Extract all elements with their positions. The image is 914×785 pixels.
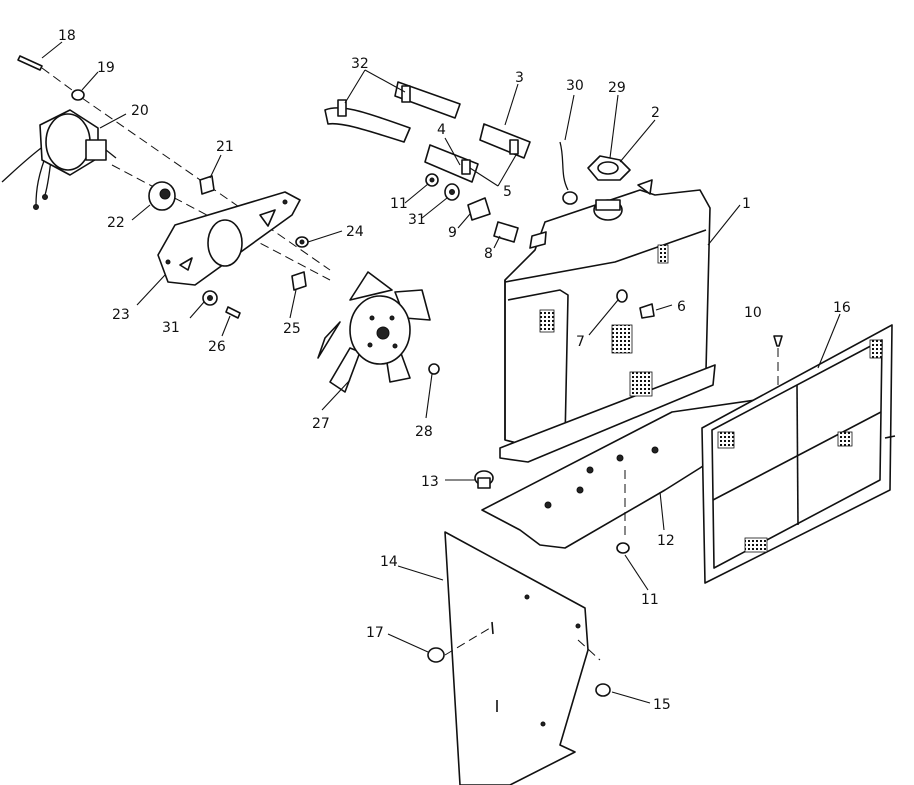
callout-12: 12 [657,533,675,549]
washer-31-right [444,183,460,201]
hose-3 [479,123,531,159]
callout-25: 25 [283,321,301,337]
tray-nut [616,542,630,554]
callout-18: 18 [58,28,76,44]
leader-lines [41,41,841,704]
callout-15: 15 [653,697,671,713]
panel-grommet [427,647,445,663]
nut [295,236,309,248]
callout-4: 4 [437,122,446,138]
fan-spacer [291,271,307,291]
radiator-cap [587,155,631,221]
callout-27: 27 [312,416,330,432]
fan-blade [317,271,431,393]
callout-8: 8 [484,246,493,262]
callout-9: 9 [448,225,457,241]
spacer [199,175,215,195]
radiator [499,179,716,463]
callout-5: 5 [503,184,512,200]
callout-32: 32 [351,56,369,72]
callout-29: 29 [608,80,626,96]
tray-grommet [474,470,494,489]
mount-washer [616,289,628,303]
callout-26: 26 [208,339,226,355]
callout-31-right: 31 [408,212,426,228]
callout-6: 6 [677,299,686,315]
overflow-tube [559,141,578,205]
mounting-plate [157,191,301,286]
fitting-9 [467,197,491,221]
callout-21: 21 [216,139,234,155]
motor-washer [71,89,331,271]
fitting-11 [425,173,439,187]
callout-10: 10 [744,305,762,321]
callout-22: 22 [107,215,125,231]
callout-28: 28 [415,424,433,440]
callout-19: 19 [97,60,115,76]
hose-4 [424,144,479,183]
callout-17: 17 [366,625,384,641]
callout-11-upper: 11 [390,196,408,212]
panel-fastener [595,683,611,697]
screen-panel [701,324,896,584]
callout-3: 3 [515,70,524,86]
fan-motor [1,109,117,210]
screw [225,306,241,319]
callout-30: 30 [566,78,584,94]
fan-nut [428,363,440,375]
mount-bolt [639,303,655,319]
callout-2: 2 [651,105,660,121]
callout-20: 20 [131,103,149,119]
callout-16: 16 [833,300,851,316]
callout-11-lower: 11 [641,592,659,608]
callout-labels: 18 19 20 21 22 23 24 31 26 25 27 28 32 3… [58,28,851,713]
callout-31-left: 31 [162,320,180,336]
upper-hose [324,81,461,143]
fitting-8 [493,221,519,243]
callout-24: 24 [346,224,364,240]
callout-14: 14 [380,554,398,570]
callout-13: 13 [421,474,439,490]
washer [202,290,218,306]
callout-7: 7 [576,334,585,350]
motor-bolt [17,55,73,91]
callout-1: 1 [742,196,751,212]
side-panel [444,531,601,785]
grommet [148,181,176,211]
callout-23: 23 [112,307,130,323]
